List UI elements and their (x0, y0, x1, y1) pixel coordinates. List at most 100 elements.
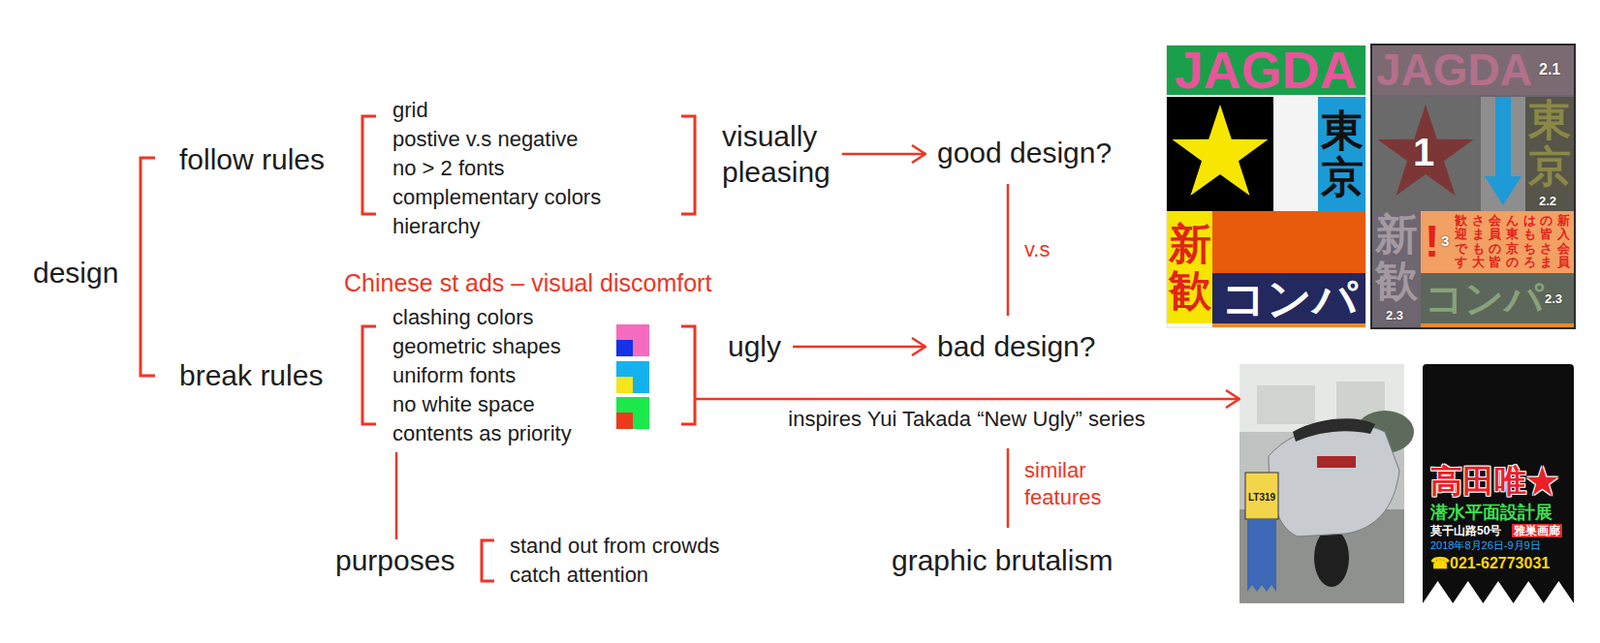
callout-number: 1 (1412, 130, 1435, 174)
node-text: 雅巣画廊 (1511, 524, 1563, 538)
arrow-head (1484, 176, 1522, 206)
node-text: design (32, 255, 119, 291)
list-bracket (681, 116, 695, 215)
poster-band: 新歓 (1372, 211, 1421, 324)
star (1378, 104, 1475, 196)
plate (1245, 472, 1279, 520)
poster-ground (1166, 45, 1366, 328)
poster-band: 東京 (1317, 96, 1366, 212)
node-text: ugly (727, 329, 782, 365)
node-text: 2018年8月26日-9月9日 (1430, 539, 1541, 553)
rule-list: clashing colorsgeometric shapesuniform f… (380, 299, 694, 453)
list-bracket (362, 116, 377, 215)
node-text: follow rules (179, 142, 325, 178)
rule-list: gridpostive v.s negativeno > 2 fontscomp… (380, 92, 613, 246)
edge-label: v.s (1021, 237, 1053, 263)
term: graphic brutalism (879, 539, 1125, 583)
poster-band: JAGDA (1166, 45, 1366, 95)
swatch (616, 361, 650, 394)
callout-number: 2.1 (1538, 61, 1561, 79)
edge-label: inspires Yui Takada “New Ugly” series (784, 407, 1148, 433)
node-text: complementary colors (392, 183, 601, 213)
node-text: 東京 (1528, 96, 1571, 191)
callout-number: 2.2 (1538, 193, 1557, 209)
connector-arrow (693, 398, 1240, 402)
term: visually pleasing (710, 114, 843, 194)
node-text: catch attention (509, 561, 720, 591)
node-text: LT319 (1248, 492, 1276, 504)
photo-ground (1239, 364, 1405, 604)
building (1256, 385, 1316, 425)
scooter-body (1268, 424, 1400, 537)
term: break rules (167, 354, 335, 398)
note-label: Chinese st ads – visual discomfort (344, 270, 712, 296)
poster-block (1212, 323, 1366, 328)
node-text: uniform fonts (392, 361, 683, 391)
callout-number: 2.3 (1544, 291, 1563, 307)
connector-line (395, 452, 399, 540)
photo: LT319 (1239, 364, 1405, 604)
flag-shape (1422, 364, 1574, 604)
node-text: JAGDA (1166, 45, 1366, 95)
scooter-photo (1239, 364, 1414, 604)
leader-line (1006, 448, 1010, 529)
list-bracket (681, 326, 695, 425)
poster-band: コンパ (1212, 273, 1366, 324)
brackets (140, 116, 695, 582)
node-text: コンパ (1212, 273, 1366, 324)
node-text: geometric shapes (392, 332, 683, 362)
connector-arrow (842, 153, 926, 157)
poster-band: 新歓 (1166, 211, 1213, 324)
term: ugly (716, 325, 793, 369)
arrow-shaft (1495, 96, 1511, 179)
note-label: similar features (1024, 457, 1101, 512)
jagda-poster (1166, 45, 1366, 328)
connector-line (1006, 184, 1010, 316)
swatch (616, 412, 633, 430)
banner-flag: 高田唯★潜水平面設計展莫干山路50号雅巣画廊2018年8月26日-9月9日☎02… (1422, 364, 1574, 604)
poster-block (1273, 96, 1318, 212)
swatch (616, 397, 650, 430)
node-text: purposes (335, 543, 455, 579)
node-text: good design? (937, 135, 1112, 171)
node-text: 新入会員の皆さまはもちろん東京の会員の皆さまも大歓迎です (1453, 214, 1570, 272)
poster-block (1480, 96, 1526, 212)
term: design (21, 251, 130, 295)
node-text: no > 2 fonts (392, 154, 601, 184)
node-text: visually pleasing (721, 118, 831, 190)
node-text: 新歓 (1375, 211, 1418, 306)
design-bracket (140, 157, 156, 377)
node-text: clashing colors (392, 303, 683, 333)
poster-ground (1371, 44, 1575, 329)
node-text: 高田唯★ (1430, 463, 1559, 500)
poster-block (1212, 211, 1366, 274)
node-text: bad design? (937, 329, 1096, 365)
node-text: break rules (179, 358, 323, 394)
callout-number: 2.3 (1385, 308, 1404, 323)
purpose-bracket (481, 540, 495, 582)
question: good design? (925, 122, 1124, 185)
poster-block (1166, 96, 1274, 212)
purpose-list: stand out from crowdscatch attention (498, 528, 731, 595)
term: purposes (323, 539, 467, 583)
node-text: 新歓 (1168, 220, 1212, 315)
node-text: contents as priority (392, 419, 683, 449)
color-swatches (616, 324, 650, 430)
node-text: 莫干山路50号 (1430, 524, 1502, 538)
node-text: grid (392, 95, 601, 126)
node-text: ☎021-62773031 (1430, 554, 1550, 573)
node-text: 潜水平面設計展 (1430, 502, 1553, 523)
star (1172, 104, 1269, 196)
small-flag (1247, 519, 1277, 593)
tail-light (1317, 456, 1356, 469)
analysis-poster (1371, 44, 1575, 329)
connector-arrow (792, 345, 926, 349)
question: bad design? (925, 315, 1107, 378)
node-text: ! (1424, 216, 1440, 267)
node-text: hierarchy (392, 212, 601, 242)
node-text: postive v.s negative (392, 125, 601, 155)
node-text: 東京 (1320, 107, 1364, 202)
list-bracket (362, 326, 377, 425)
wheel (1314, 529, 1350, 588)
